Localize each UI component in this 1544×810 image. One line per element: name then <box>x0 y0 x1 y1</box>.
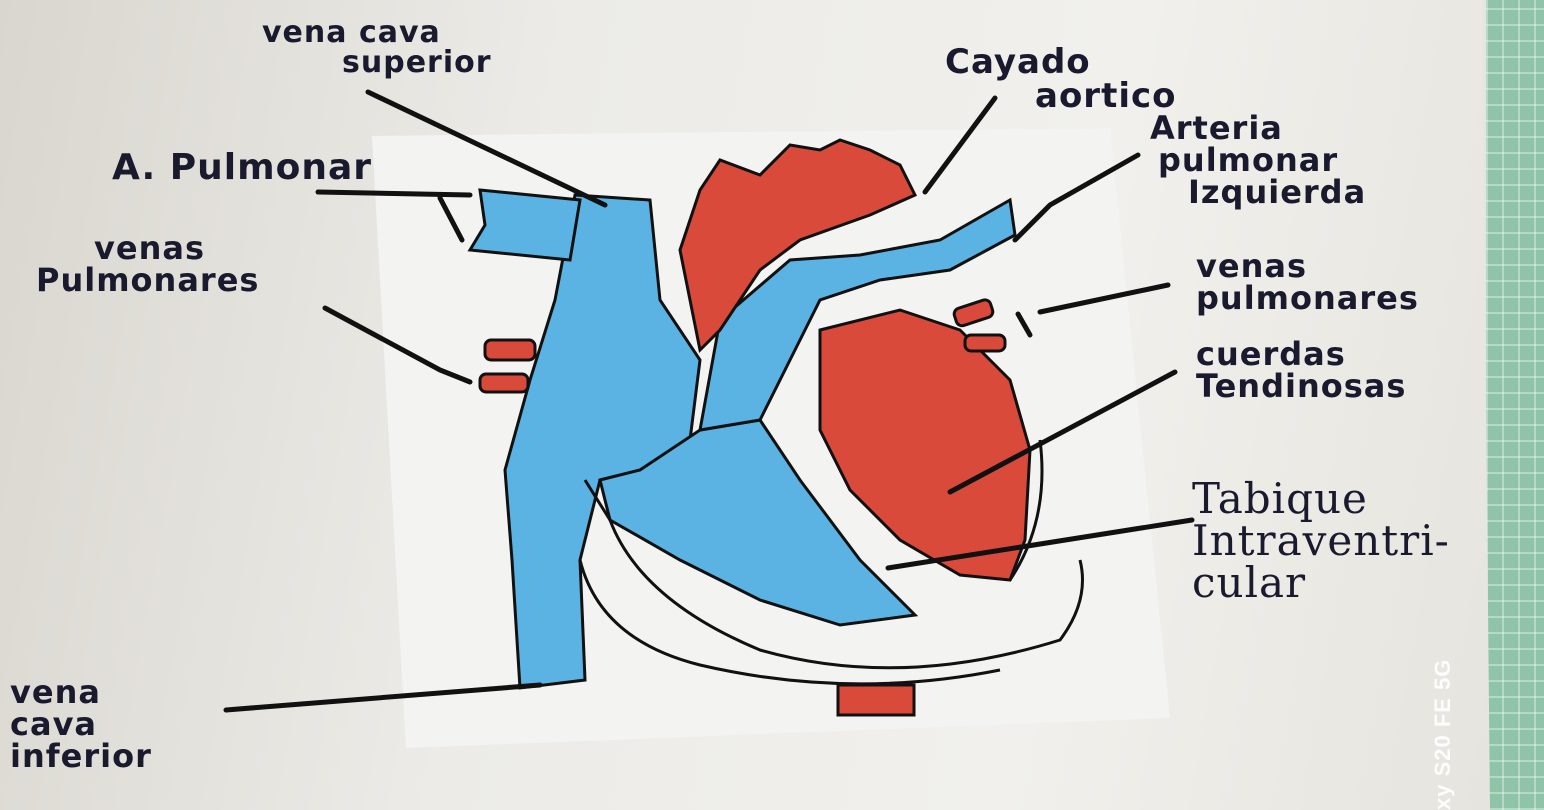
label-arteria-pulmonar-izquierda: Arteria pulmonar Izquierda <box>1150 112 1366 208</box>
label-vena-cava-superior: vena cava superior <box>262 18 492 78</box>
camera-watermark: xy S20 FE 5G <box>1430 630 1460 810</box>
label-cayado-aortico-line2: aortico <box>1035 79 1177 113</box>
label-tabique-line3: cular <box>1192 562 1450 604</box>
pulmonary-artery-left-branch-shape <box>470 190 580 260</box>
pulmonary-vein-left-lower <box>480 374 528 392</box>
leader-vena-cava-superior <box>368 92 605 205</box>
leader-a-pulmonar <box>318 192 470 240</box>
label-cuerdas-tendinosas: cuerdas Tendinosas <box>1196 338 1406 402</box>
label-arteria-line2: pulmonar <box>1158 144 1366 176</box>
label-cayado-aortico-line1: Cayado <box>945 45 1177 79</box>
label-vena-cava-inferior-line1: vena <box>10 676 152 708</box>
label-a-pulmonar: A. Pulmonar <box>112 150 372 186</box>
pulmonary-vein-right-lower <box>965 335 1005 351</box>
label-tabique-intraventricular: Tabique Intraventri- cular <box>1192 478 1450 604</box>
label-cuerdas-line1: cuerdas <box>1196 338 1406 370</box>
pulmonary-vein-left-upper <box>485 340 535 360</box>
label-arteria-line3: Izquierda <box>1188 176 1366 208</box>
label-cayado-aortico: Cayado aortico <box>945 45 1177 113</box>
leader-venas-pulmonares-left <box>325 308 470 382</box>
label-venas-pulmonares-right-line1: venas <box>1196 250 1419 282</box>
vena-cava-and-right-atrium-shape <box>505 195 700 688</box>
label-vena-cava-inferior: vena cava inferior <box>10 676 152 772</box>
label-a-pulmonar-text: A. Pulmonar <box>112 150 372 186</box>
leader-arteria-pulmonar <box>1015 155 1138 240</box>
label-venas-pulmonares-right: venas pulmonares <box>1196 250 1419 314</box>
label-arteria-line1: Arteria <box>1150 112 1366 144</box>
label-venas-pulmonares-left-line1: venas <box>94 232 259 264</box>
leader-vena-cava-inferior <box>226 685 540 710</box>
pulmonary-vein-right-upper <box>953 298 995 327</box>
camera-watermark-text: xy S20 FE 5G <box>1430 659 1455 810</box>
label-venas-pulmonares-right-line2: pulmonares <box>1196 282 1419 314</box>
label-venas-pulmonares-left: venas Pulmonares <box>94 232 259 296</box>
label-tabique-line1: Tabique <box>1192 478 1450 520</box>
label-tabique-line2: Intraventri- <box>1192 520 1450 562</box>
leader-venas-pulmonares-right <box>1018 285 1168 335</box>
label-cuerdas-line2: Tendinosas <box>1196 370 1406 402</box>
label-vena-cava-inferior-line3: inferior <box>10 740 152 772</box>
label-vena-cava-superior-line2: superior <box>342 48 492 78</box>
descending-aorta-shape <box>838 685 914 715</box>
label-venas-pulmonares-left-line2: Pulmonares <box>36 264 259 296</box>
label-vena-cava-inferior-line2: cava <box>10 708 152 740</box>
label-vena-cava-superior-line1: vena cava <box>262 18 492 48</box>
